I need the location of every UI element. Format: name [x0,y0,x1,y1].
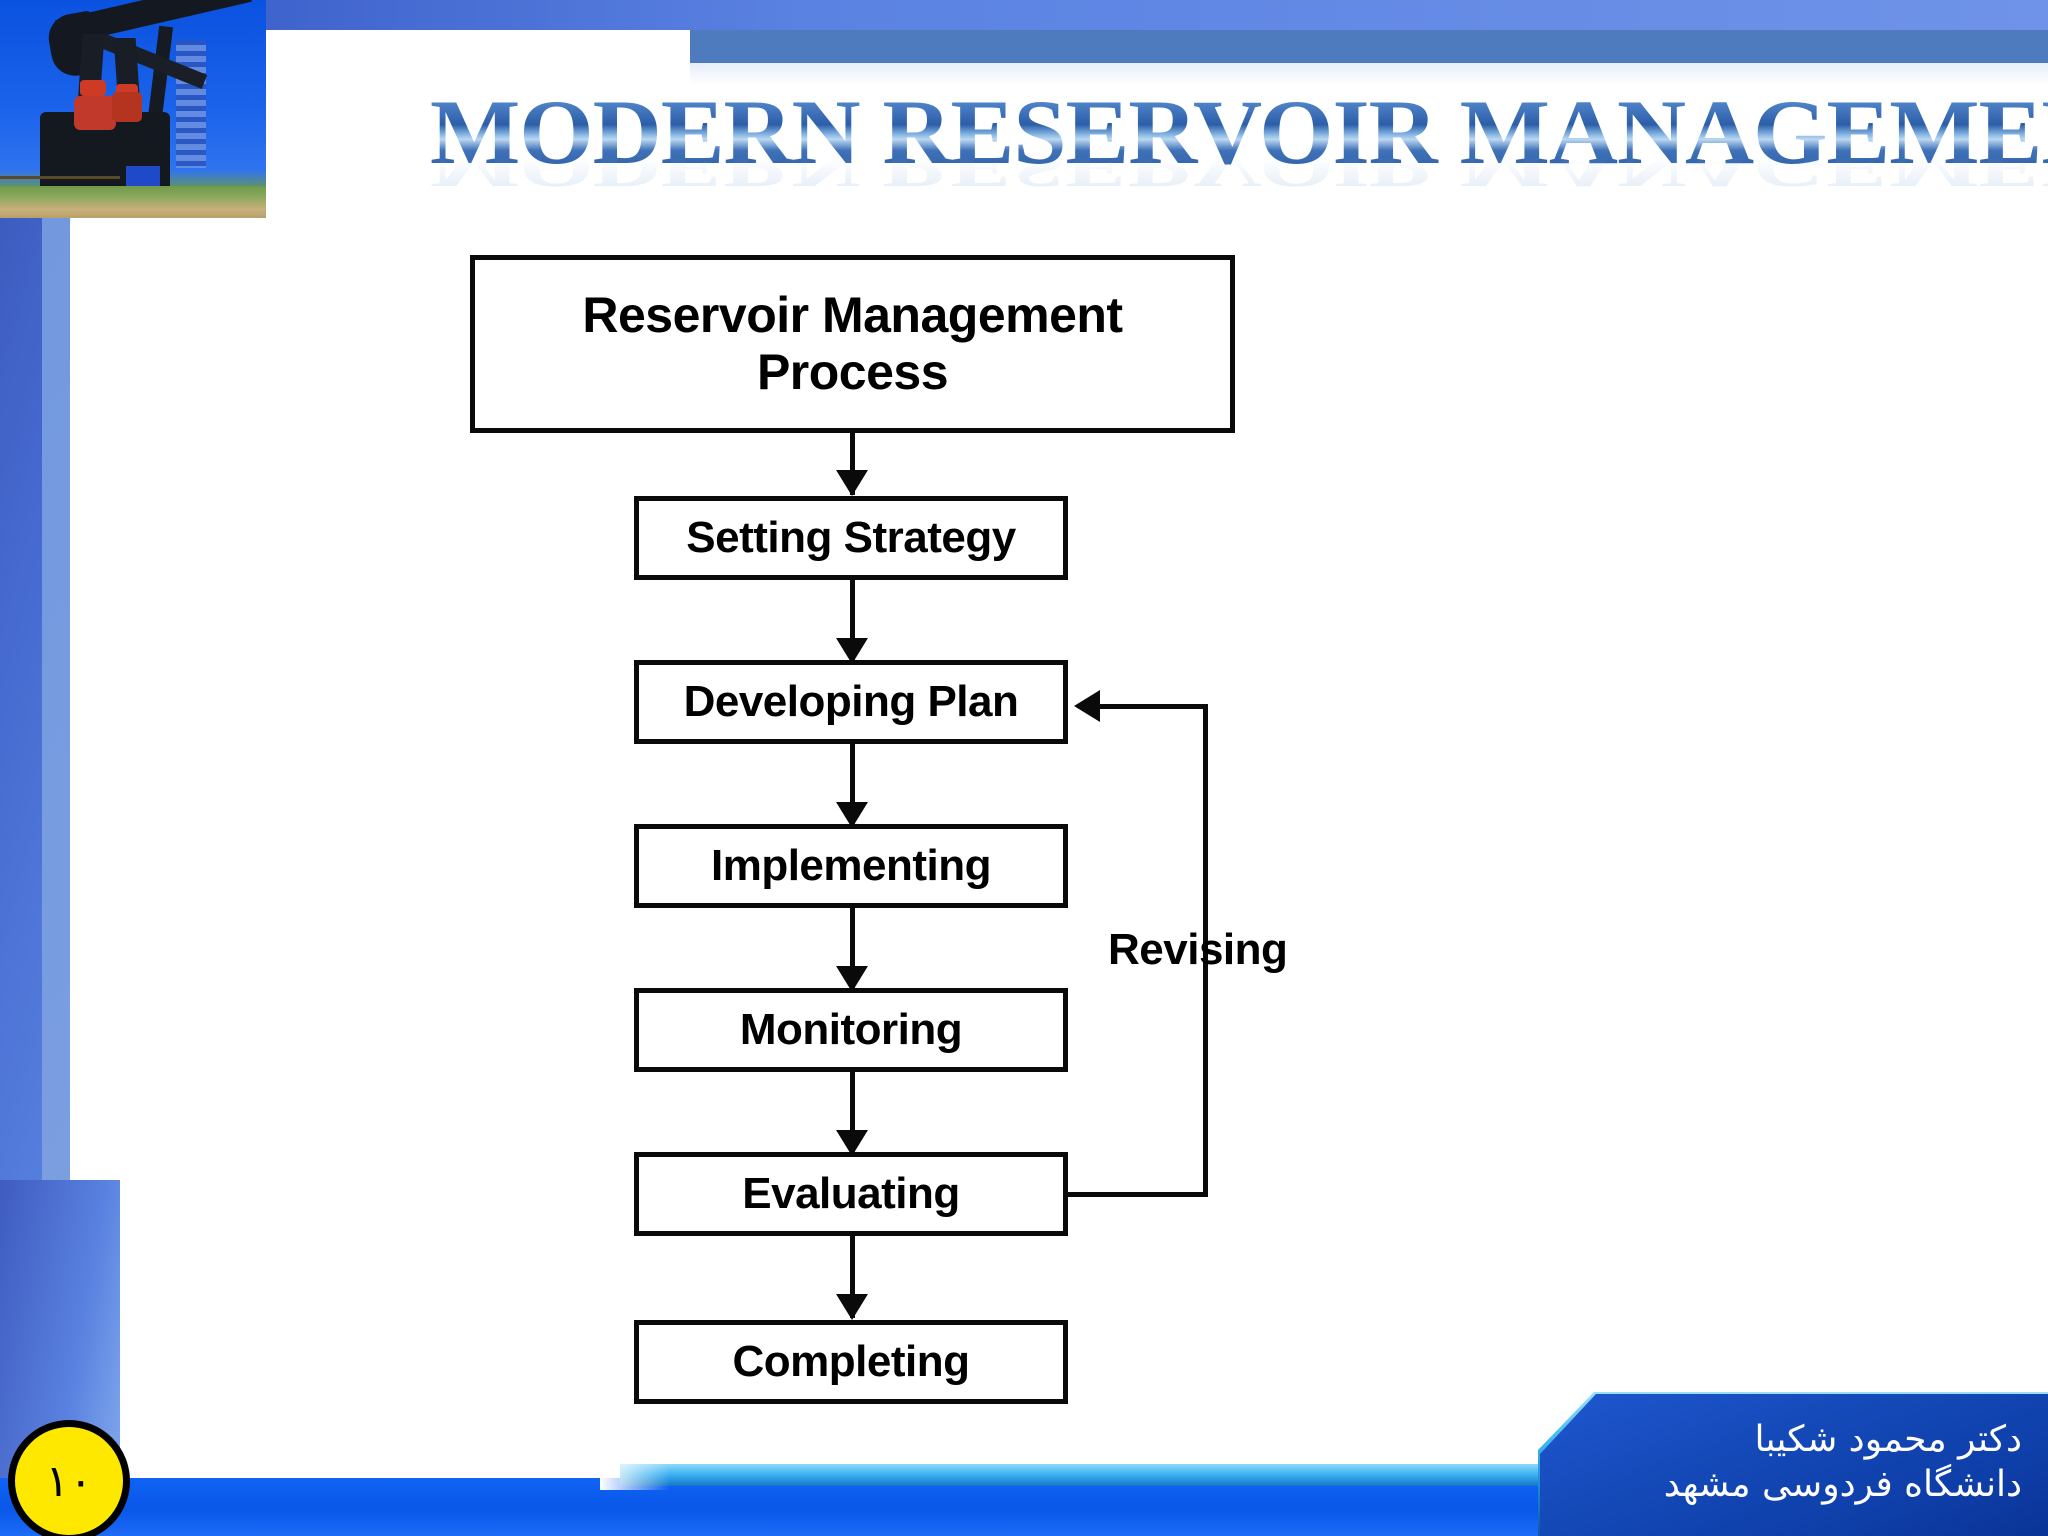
page-title: MODERN RESERVOIR MANAGEMENT [430,86,2048,178]
flow-box-monitoring: Monitoring [634,988,1068,1072]
flow-box-monitoring-label: Monitoring [739,1005,963,1054]
flow-box-evaluating: Evaluating [634,1152,1068,1236]
flow-box-implementing-label: Implementing [710,841,992,890]
arrowhead-feedback-to-plan [1074,690,1100,722]
bottom-blue-strip [0,1478,1560,1536]
flow-box-developing-plan-label: Developing Plan [683,677,1019,726]
connector-strategy-to-plan [850,580,855,662]
slide-title-wrap: MODERN RESERVOIR MANAGEMENT [430,86,2048,216]
flow-box-process-label: Reservoir Management Process [582,287,1123,400]
feedback-line-vertical [1203,704,1208,1196]
bottom-bevel-fade [600,1456,670,1490]
arrowhead-evaluating-to-completing [836,1294,868,1320]
arrowhead-implementing-to-monitoring [836,966,868,992]
connector-implementing-to-monitoring [850,908,855,990]
flow-box-setting-strategy-label: Setting Strategy [686,513,1016,562]
bottom-cyan-bevel [620,1464,1560,1486]
arrowhead-plan-to-implementing [836,802,868,828]
top-blue-bar [266,0,2048,30]
author-affiliation: دانشگاه فردوسی مشهد [1663,1464,2022,1505]
arrowhead-process-to-strategy [836,470,868,496]
pumpjack-cap-left [80,80,106,96]
top-blue-bar-secondary [690,30,2048,63]
feedback-line-top [1100,704,1208,709]
flow-box-evaluating-label: Evaluating [742,1169,960,1218]
connector-evaluating-to-completing [850,1236,855,1318]
top-bar-fade [690,63,2048,85]
oil-pumpjack-photo [0,0,266,218]
arrowhead-strategy-to-plan [836,638,868,664]
pumpjack-ladder [176,40,206,168]
pumpjack-crank-red-2 [112,92,142,122]
author-banner: دکتر محمود شکیبا دانشگاه فردوسی مشهد [1540,1394,2048,1536]
author-name: دکتر محمود شکیبا [1754,1418,2023,1460]
arrowhead-monitoring-to-evaluating [836,1130,868,1156]
flow-box-developing-plan: Developing Plan [634,660,1068,744]
flow-box-completing-label: Completing [732,1337,970,1386]
flow-box-setting-strategy: Setting Strategy [634,496,1068,580]
page-number-badge: ۱۰ [8,1420,130,1536]
feedback-line-bottom [1068,1192,1208,1197]
pumpjack-crank-red [74,96,116,130]
feedback-label-revising: Revising [1108,925,1288,974]
flow-box-completing: Completing [634,1320,1068,1404]
photo-ground [0,186,266,218]
connector-monitoring-to-evaluating [850,1072,855,1154]
photo-fence [0,176,120,179]
flow-box-implementing: Implementing [634,824,1068,908]
flow-box-process: Reservoir Management Process [470,255,1235,433]
connector-process-to-strategy [850,433,855,495]
connector-plan-to-implementing [850,744,855,826]
